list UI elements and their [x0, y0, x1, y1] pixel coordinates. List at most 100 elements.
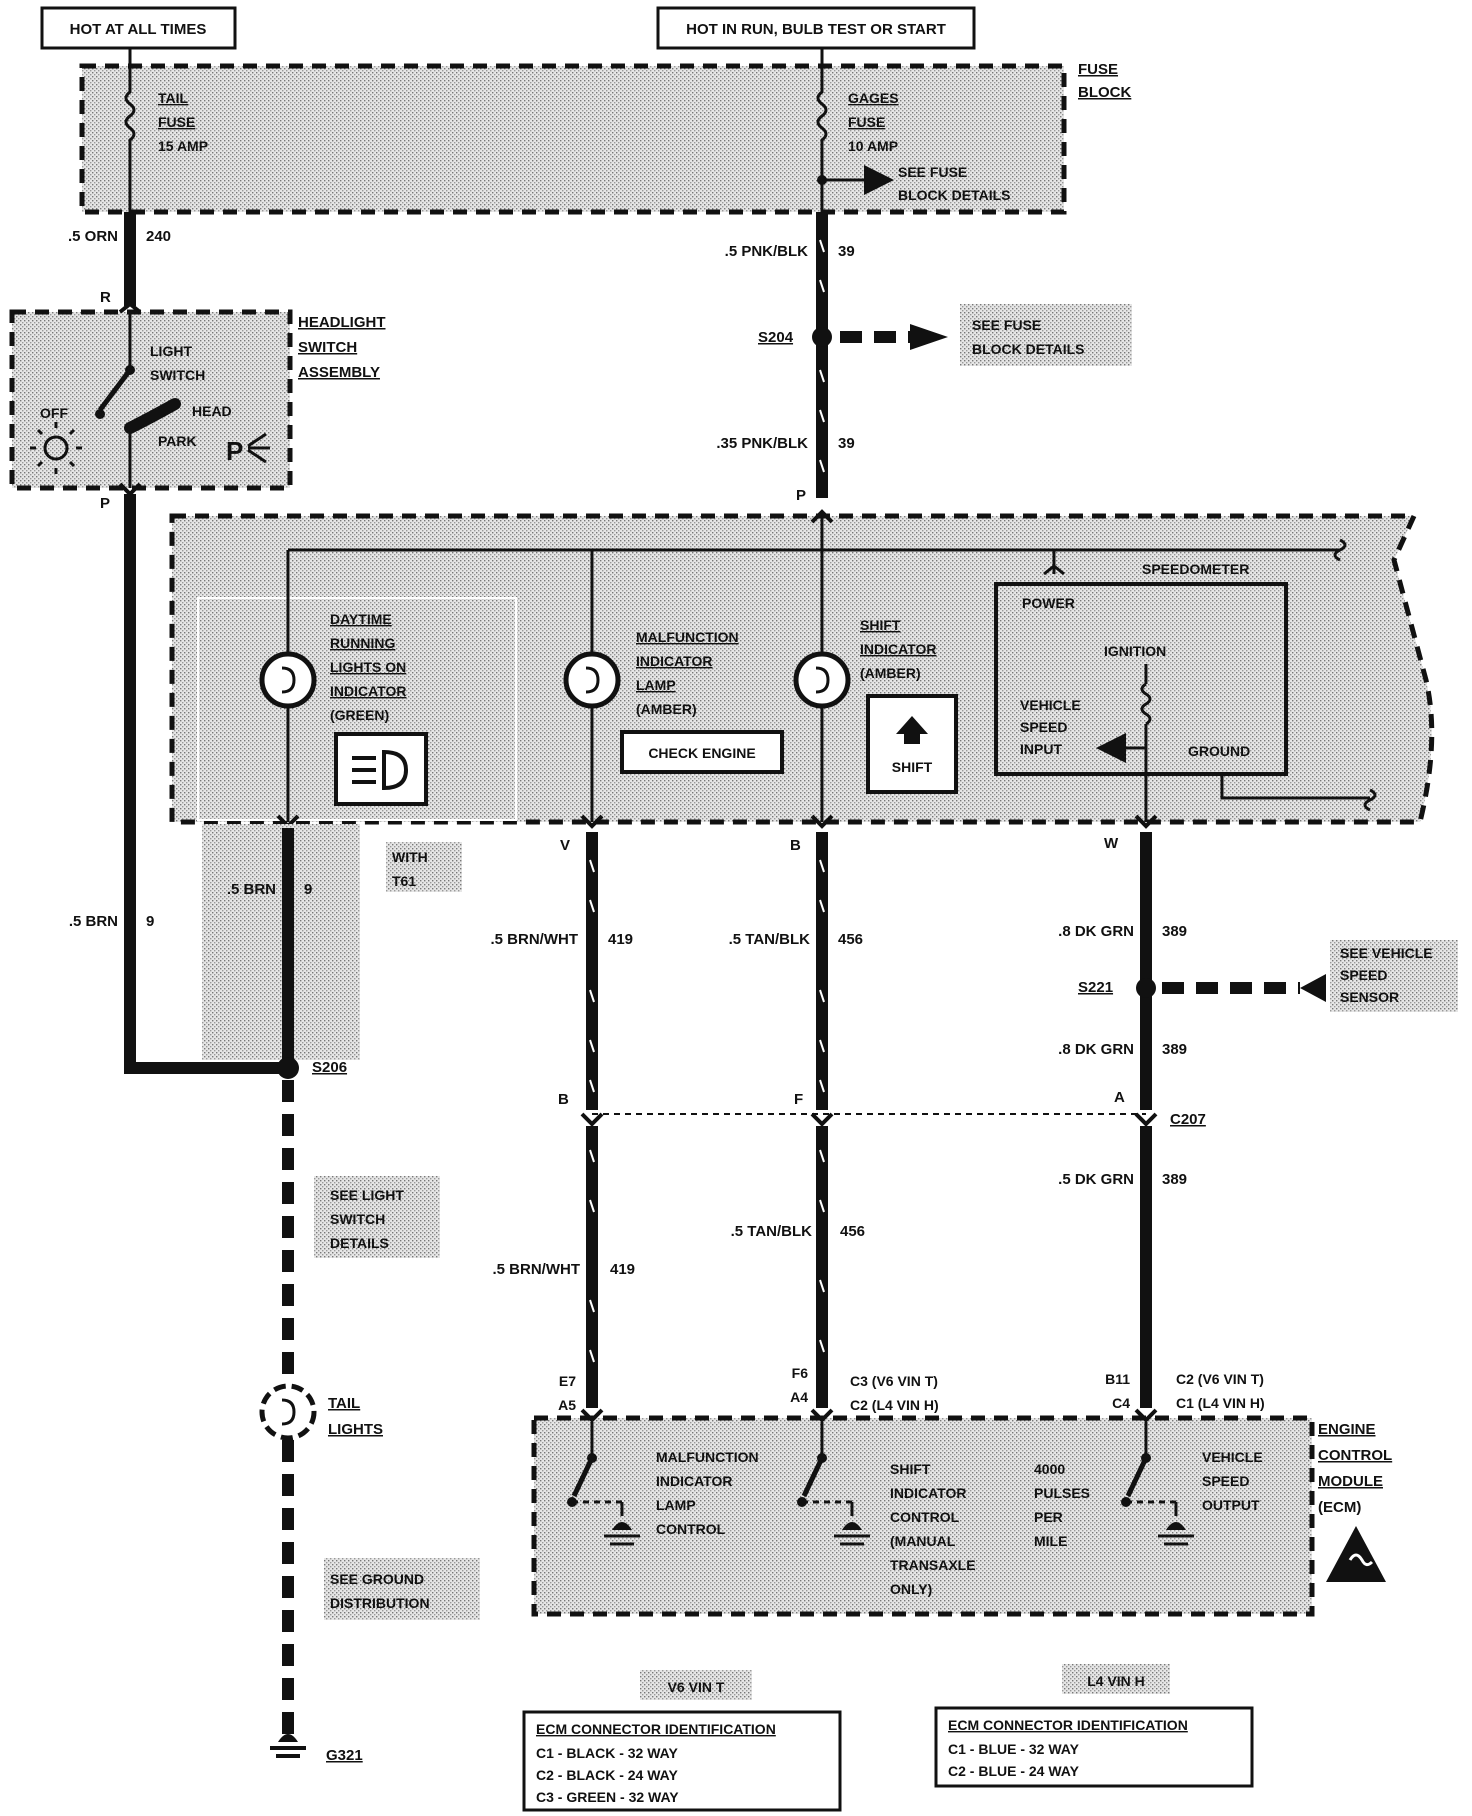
cluster-pin-w: W: [1104, 835, 1119, 852]
mil-label-3: LAMP: [636, 677, 676, 693]
shift-label-3: (AMBER): [860, 665, 921, 681]
speedo-vss-input-1: VEHICLE: [1020, 697, 1081, 713]
v6-caption: V6 VIN T: [668, 1679, 725, 1695]
shift-ground-icon: [834, 1502, 870, 1546]
wire-456b-gauge: .5 TAN/BLK: [731, 1223, 813, 1240]
ecm-mil-ctrl-2: INDICATOR: [656, 1473, 732, 1489]
fuse-see-details-1: SEE FUSE: [898, 164, 967, 180]
headlight-pin-p: P: [100, 495, 110, 512]
speedo-power-label: POWER: [1022, 595, 1075, 611]
gages-fuse-label-3: 10 AMP: [848, 138, 898, 154]
shift-indicator: SHIFT: [866, 694, 958, 794]
ecm-mil-ctrl-4: CONTROL: [656, 1521, 726, 1537]
ecm-pulses-1: 4000: [1034, 1461, 1065, 1477]
tail-lights-label-2: LIGHTS: [328, 1421, 383, 1438]
ecm-shift-ctrl-1: SHIFT: [890, 1461, 931, 1477]
ecm-shift-ctrl-4: (MANUAL: [890, 1533, 956, 1549]
wire-9-left: [124, 494, 288, 1074]
svg-text:P: P: [226, 436, 243, 466]
wire-389b-num: 389: [1162, 1041, 1187, 1058]
wire-9-t-gauge: .5 BRN: [227, 881, 276, 898]
s221-note-2: SPEED: [1340, 967, 1387, 983]
g321-label: G321: [326, 1747, 363, 1764]
headlamp-indicator-icon: [334, 732, 428, 806]
splice-s206: [277, 1057, 299, 1079]
speedometer-label: SPEEDOMETER: [1142, 561, 1249, 577]
s204-note-2: BLOCK DETAILS: [972, 341, 1085, 357]
fuse-block-title-1: FUSE: [1078, 61, 1118, 78]
wire-389a-num: 389: [1162, 923, 1187, 940]
wire-9-t-num: 9: [304, 881, 312, 898]
headlight-title-2: SWITCH: [298, 339, 357, 356]
ecm-conn-shift-1: C3 (V6 VIN T): [850, 1373, 938, 1389]
wire-419b-num: 419: [610, 1261, 635, 1278]
shift-label-2: INDICATOR: [860, 641, 936, 657]
ecm-shift-ctrl-2: INDICATOR: [890, 1485, 966, 1501]
ecm-title-1: ENGINE: [1318, 1421, 1376, 1438]
gages-fuse-label-1: GAGES: [848, 90, 899, 106]
ground-g321-icon: [270, 1734, 306, 1758]
ground-dist-note-1: SEE GROUND: [330, 1571, 424, 1587]
t61-option-region: [202, 824, 360, 1060]
wire-419a-num: 419: [608, 931, 633, 948]
vss-ground-icon: [1158, 1502, 1194, 1546]
s204-note-1: SEE FUSE: [972, 317, 1041, 333]
tail-fuse-symbol: [124, 48, 136, 212]
switch-off-label: OFF: [40, 405, 68, 421]
speedo-vss-input-3: INPUT: [1020, 741, 1062, 757]
ecm-shift-ctrl-6: ONLY): [890, 1581, 932, 1597]
ecm-pin-c4: C4: [1112, 1395, 1130, 1411]
ecm-pin-b11: B11: [1105, 1371, 1130, 1387]
tail-fuse-label-2: FUSE: [158, 114, 195, 130]
connector-c207: B F A C207: [558, 1089, 1206, 1128]
gages-fuse-symbol: [816, 48, 828, 212]
wire-240-gauge: .5 ORN: [68, 228, 118, 245]
headlight-title-3: ASSEMBLY: [298, 364, 380, 381]
light-details-note-1: SEE LIGHT: [330, 1187, 404, 1203]
ecm-pulses-4: MILE: [1034, 1533, 1067, 1549]
wire-9-left-num: 9: [146, 913, 154, 930]
wire-419b-gauge: .5 BRN/WHT: [493, 1261, 581, 1278]
wire-240-num: 240: [146, 228, 171, 245]
hot-at-all-times-label: HOT AT ALL TIMES: [70, 21, 207, 38]
ecm-title-4: (ECM): [1318, 1499, 1361, 1516]
l4-row-1: C1 - BLUE - 32 WAY: [948, 1741, 1080, 1757]
wire-39b-gauge: .35 PNK/BLK: [716, 435, 808, 452]
wire-456b-num: 456: [840, 1223, 865, 1240]
ecm-conn-shift-2: C2 (L4 VIN H): [850, 1397, 939, 1413]
v6-row-1: C1 - BLACK - 32 WAY: [536, 1745, 679, 1761]
headlight-title-1: HEADLIGHT: [298, 314, 386, 331]
fuse-see-details-2: BLOCK DETAILS: [898, 187, 1011, 203]
mil-label-1: MALFUNCTION: [636, 629, 739, 645]
s204-label: S204: [758, 329, 794, 346]
ecm-mil-ctrl-1: MALFUNCTION: [656, 1449, 759, 1465]
wire-389a-gauge: .8 DK GRN: [1058, 923, 1134, 940]
drl-label-2: RUNNING: [330, 635, 395, 651]
wire-39a-num: 39: [838, 243, 855, 260]
drl-label-3: LIGHTS ON: [330, 659, 406, 675]
light-switch-label-1: LIGHT: [150, 343, 192, 359]
supply-hot-at-all-times: HOT AT ALL TIMES: [40, 6, 237, 50]
s221-note-1: SEE VEHICLE: [1340, 945, 1433, 961]
tail-fuse-label-1: TAIL: [158, 90, 189, 106]
ecm-mil-ctrl-3: LAMP: [656, 1497, 696, 1513]
wire-389b-gauge: .8 DK GRN: [1058, 1041, 1134, 1058]
wire-9-left-gauge: .5 BRN: [69, 913, 118, 930]
mil-bulb-icon: [563, 651, 621, 709]
parking-lamp-icon: P: [226, 432, 270, 466]
mil-label-4: (AMBER): [636, 701, 697, 717]
v6-connector-table: V6 VIN T ECM CONNECTOR IDENTIFICATION C1…: [522, 1670, 842, 1812]
fuse-block: FUSE BLOCK TAIL FUSE 15 AMP GAGES FUSE 1…: [79, 48, 1131, 215]
shift-label-1: SHIFT: [860, 617, 901, 633]
light-switch-label-2: SWITCH: [150, 367, 205, 383]
ecm-shift-ctrl-3: CONTROL: [890, 1509, 960, 1525]
ecm-vss-out-2: SPEED: [1202, 1473, 1249, 1489]
ecm-vss-out-1: VEHICLE: [1202, 1449, 1263, 1465]
speedometer: SPEEDOMETER POWER IGNITION VEHICLE SPEED…: [994, 561, 1377, 822]
c207-pin-f: F: [794, 1091, 803, 1108]
v6-header: ECM CONNECTOR IDENTIFICATION: [536, 1721, 776, 1737]
light-details-note-2: SWITCH: [330, 1211, 385, 1227]
splice-s221: S221 SEE VEHICLE SPEED SENSOR: [1078, 940, 1458, 1012]
with-t61-label-1: WITH: [392, 849, 428, 865]
drl-label-5: (GREEN): [330, 707, 389, 723]
